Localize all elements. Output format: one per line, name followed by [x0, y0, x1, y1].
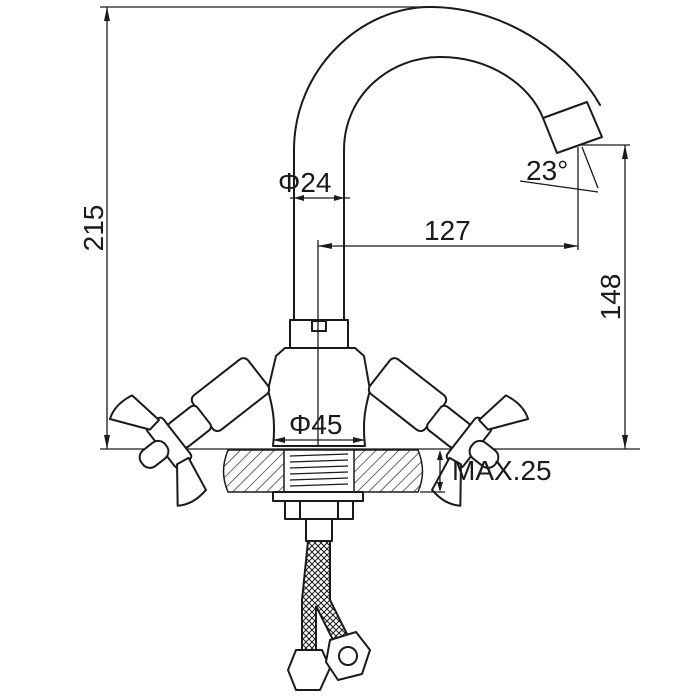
dimension-angle: 23° [519, 146, 599, 193]
countertop-section [222, 449, 424, 493]
dimension-max-thickness: MAX.25 [420, 450, 552, 493]
faucet-body [108, 319, 530, 507]
spout-angle-label: 23° [526, 155, 568, 186]
spout-reach-label: 127 [424, 215, 471, 246]
mounting-nut-and-hoses [272, 491, 371, 691]
dimension-148: 148 [580, 144, 630, 449]
max-thickness-label: MAX.25 [452, 455, 552, 486]
base-diameter-label: Φ45 [289, 409, 342, 440]
spout [293, 6, 603, 321]
dimension-215: 215 [78, 6, 640, 450]
height-total-label: 215 [78, 205, 109, 252]
dimension-base-diameter: Φ45 [273, 409, 365, 443]
spout-diameter-label: Φ24 [278, 167, 331, 198]
spout-height-label: 148 [595, 274, 626, 321]
dimension-spout-diameter: Φ24 [278, 167, 350, 201]
